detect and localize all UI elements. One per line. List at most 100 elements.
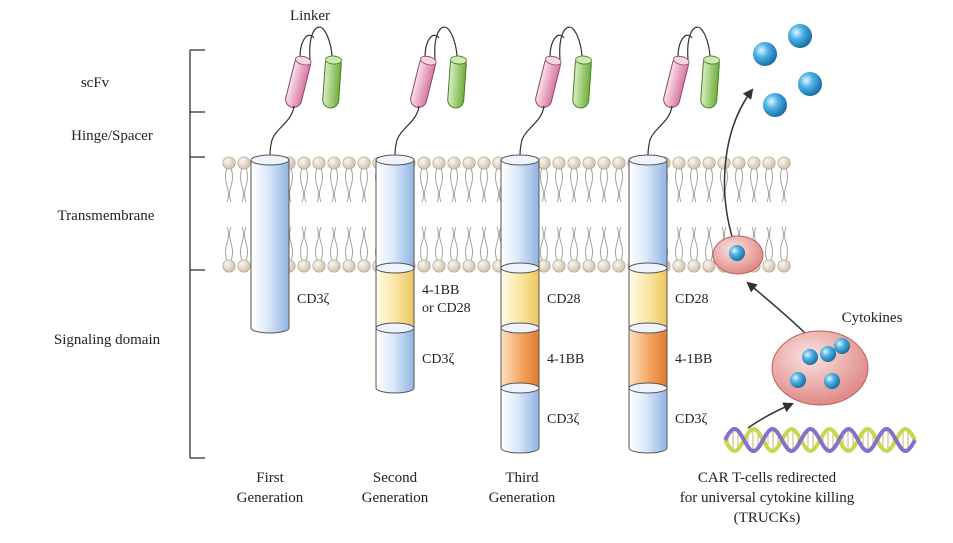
lipid-tail (330, 167, 338, 262)
lipid-head (672, 259, 686, 273)
lipid-tail (555, 167, 563, 262)
cytokine-sphere (834, 338, 850, 354)
lipid-tail (345, 167, 353, 262)
lipid-tail (585, 167, 593, 262)
cytokines-label: Cytokines (842, 310, 903, 326)
lipid-head (732, 156, 746, 170)
region-label-signaling: Signaling domain (54, 332, 161, 348)
lipid-head (582, 259, 596, 273)
cytokine-sphere (753, 42, 777, 66)
domain-label-cd28: CD28 (675, 292, 708, 307)
lipid-head (312, 156, 326, 170)
lipid-head (717, 156, 731, 170)
domain-cd3z (375, 322, 415, 394)
domain-cd3z (628, 382, 668, 454)
lipid-head (702, 156, 716, 170)
lipid-head (462, 259, 476, 273)
lipid-tail (435, 167, 443, 262)
cytokine-sphere (798, 72, 822, 96)
cytokine-sphere (790, 372, 806, 388)
cytokine-compartment (771, 330, 869, 406)
lipid-tail (705, 167, 713, 262)
expression-arrow (747, 402, 794, 429)
lipid-tail (420, 167, 428, 262)
lipid-head (342, 156, 356, 170)
lipid-head (297, 259, 311, 273)
lipid-head (597, 259, 611, 273)
domain-label-cd3z: CD3ζ (297, 292, 329, 307)
lipid-tail (240, 167, 248, 262)
lipid-head (552, 156, 566, 170)
light-chain-cylinder (572, 55, 592, 109)
region-bracket (189, 49, 205, 459)
lipid-head (612, 156, 626, 170)
transmembrane-domain (500, 154, 540, 274)
cytokine-sphere (802, 349, 818, 365)
lipid-head (672, 156, 686, 170)
lipid-tail (615, 167, 623, 262)
lipid-head (237, 259, 251, 273)
scfv-domain (519, 26, 592, 156)
lipid-tail (600, 167, 608, 262)
lipid-head (777, 156, 791, 170)
heavy-chain-cylinder (410, 55, 437, 108)
lipid-head (342, 259, 356, 273)
lipid-head (222, 156, 236, 170)
lipid-tail (765, 167, 773, 262)
region-label-transmembrane: Transmembrane (58, 208, 155, 224)
lipid-head (432, 259, 446, 273)
lipid-head (747, 156, 761, 170)
region-label-hinge: Hinge/Spacer (71, 128, 153, 144)
cytokine-sphere (729, 245, 745, 261)
lipid-head (762, 156, 776, 170)
domain-label-41bb: 4-1BB (547, 352, 584, 367)
lipid-head (477, 259, 491, 273)
linker-label: Linker (290, 8, 330, 24)
lipid-tail (540, 167, 548, 262)
light-chain-cylinder (447, 55, 467, 109)
scfv-domain (647, 26, 720, 156)
transport-arrow (746, 281, 809, 337)
dna-strand (723, 426, 917, 454)
lipid-head (477, 156, 491, 170)
lipid-head (237, 156, 251, 170)
lipid-tail (450, 167, 458, 262)
heavy-chain-cylinder (663, 55, 690, 108)
lipid-head (447, 259, 461, 273)
domain-label-41bb: 4-1BB (675, 352, 712, 367)
lipid-head (687, 156, 701, 170)
lipid-head (447, 156, 461, 170)
domain-cd28 (375, 262, 415, 334)
light-chain-cylinder (322, 55, 342, 109)
lipid-head (567, 259, 581, 273)
light-chain-cylinder (700, 55, 720, 109)
region-label-scfv: scFv (81, 75, 110, 91)
lipid-tail (480, 167, 488, 262)
heavy-chain-cylinder (535, 55, 562, 108)
lipid-head (582, 156, 596, 170)
lipid-head (417, 156, 431, 170)
scfv-domain (394, 26, 467, 156)
lipid-head (327, 156, 341, 170)
secretion-arrow (723, 88, 754, 241)
domain-label-cd3z: CD3ζ (675, 412, 707, 427)
transmembrane-domain (375, 154, 415, 274)
domain-label-cd3z: CD3ζ (422, 352, 454, 367)
lipid-tail (360, 167, 368, 262)
lipid-head (612, 259, 626, 273)
lipid-tail (690, 167, 698, 262)
lipid-tail (315, 167, 323, 262)
lipid-head (327, 259, 341, 273)
cytokine-sphere (763, 93, 787, 117)
lipid-tail (300, 167, 308, 262)
transmembrane-domain (628, 154, 668, 274)
secretory-vesicle (712, 235, 764, 275)
dna-helix (723, 426, 917, 454)
